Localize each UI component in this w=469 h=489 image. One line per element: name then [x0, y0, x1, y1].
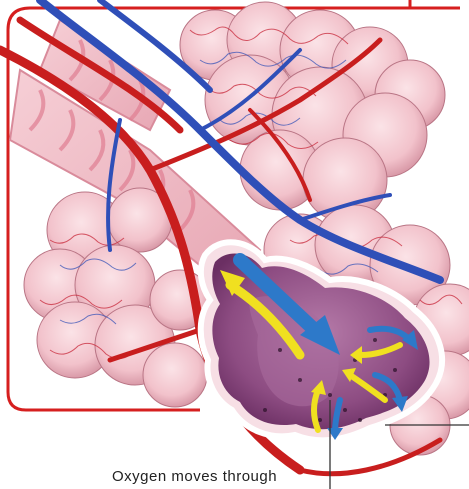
alveolar-cluster-top — [180, 2, 445, 222]
caption-text: Oxygen moves through — [112, 468, 442, 489]
